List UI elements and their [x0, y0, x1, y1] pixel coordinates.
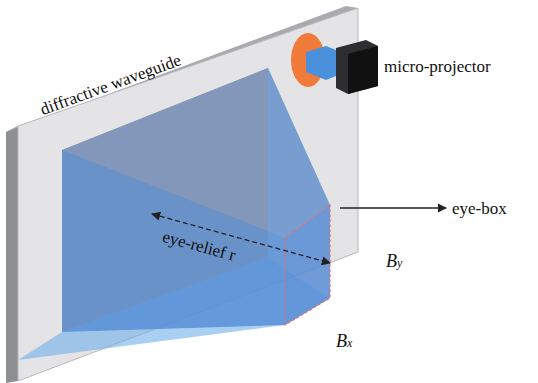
projector-lens — [306, 46, 336, 80]
light-left-face — [62, 150, 285, 332]
dimension-label: By — [386, 252, 402, 270]
waveguide-face — [18, 8, 358, 381]
eye-box-pointer — [340, 207, 446, 208]
waveguide-edge — [6, 126, 18, 383]
dimension-label: Bx — [336, 332, 352, 350]
light-spill — [18, 325, 285, 360]
eye-relief-arrow — [152, 214, 330, 263]
part-name: micro-projector — [384, 58, 491, 75]
eye-box-face — [285, 205, 330, 325]
part-name: eye-box — [452, 200, 507, 217]
projector-front — [348, 46, 378, 94]
projector-body — [336, 40, 378, 94]
